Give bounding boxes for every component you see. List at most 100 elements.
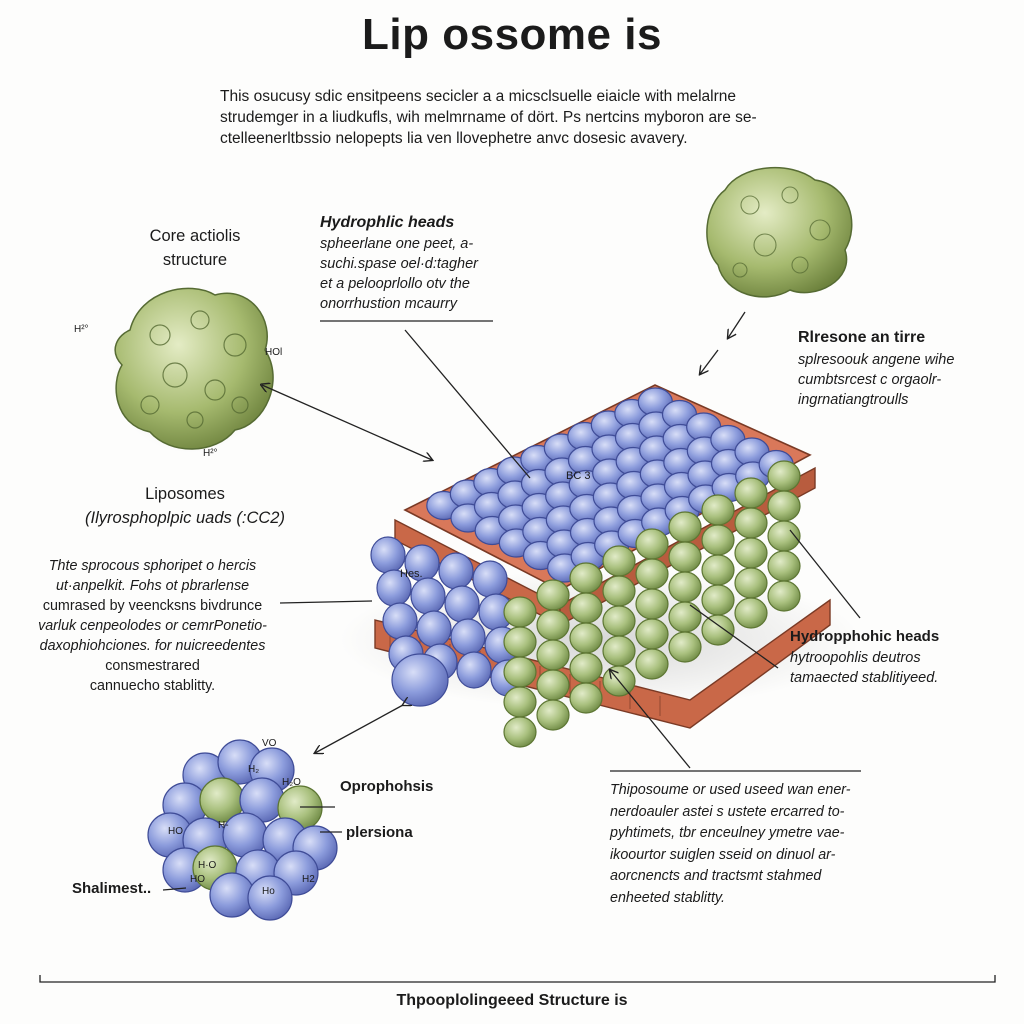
hydrophobic-head-sphere — [668, 631, 702, 663]
hydrophobic-head-sphere — [536, 639, 570, 671]
desc-line: varluk cenpeolodes or cemrPonetio- — [38, 618, 267, 634]
hydrophobic-head-sphere — [701, 494, 735, 526]
intro-line: This osucusy sdic ensitpeens secicler a … — [220, 88, 737, 105]
leader-left-desc — [279, 600, 373, 604]
hydrophilic-head-sphere — [444, 585, 480, 623]
hydrophobic-head-sphere — [734, 507, 768, 539]
arrow-core-to-bilayer — [262, 385, 432, 460]
bilayer-label: BC 3 — [566, 470, 591, 482]
hydrophilic-head-sphere — [456, 651, 492, 689]
desc-line: cumrased by veencksns bivdrunce — [42, 598, 263, 614]
hydrophobic-head-sphere — [503, 626, 537, 658]
desc-line: Thiposoume or used useed wan ener- — [610, 782, 851, 798]
hydrophobic-head-sphere — [635, 618, 669, 650]
right-description: Thiposoume or used useed wan ener- nerdo… — [610, 780, 851, 909]
arrow-right-desc — [610, 670, 691, 769]
hydrophobic-head-sphere — [734, 597, 768, 629]
hydrophobic-head-sphere — [602, 635, 636, 667]
hydrophobic-head-sphere — [536, 579, 570, 611]
hydrophobic-head-sphere — [635, 648, 669, 680]
cluster-chem-label: HO — [168, 826, 183, 837]
cluster-chem-label: H2 — [302, 874, 315, 885]
hydrophobic-head-sphere — [668, 541, 702, 573]
hydrophobic-heads-callout: Hydropphohic heads hytroopohlis deutros … — [790, 626, 939, 688]
hydrophobic-head-sphere — [602, 605, 636, 637]
leader-hydrophilic — [404, 329, 531, 479]
cluster-chem-label: H- — [218, 820, 229, 831]
hydrophilic-head-sphere — [450, 618, 486, 656]
hydrophobic-head-sphere — [734, 477, 768, 509]
desc-line: enheeted stablitty. — [610, 889, 725, 906]
core-structure-title: Core actiolis structure — [110, 224, 280, 272]
chem-label: H²° — [203, 448, 218, 459]
hydrophobic-head-sphere — [503, 596, 537, 628]
page-title: Lip ossome is — [362, 10, 662, 59]
cluster-chem-label: H·O — [198, 860, 217, 871]
hydrophobic-head-sphere — [734, 567, 768, 599]
cluster-sphere — [209, 872, 255, 918]
hydrophobic-head-sphere — [668, 571, 702, 603]
hydrophilic-heads-callout: Hydrophlic heads spheerlane one peet, a-… — [320, 212, 478, 314]
hydrophobic-head-sphere — [569, 652, 603, 684]
hydrophobic-head-sphere — [701, 524, 735, 556]
cluster-chem-label: H₂ — [248, 764, 260, 775]
hydrophobic-head-sphere — [701, 554, 735, 586]
desc-line: daxophiohciones. for nuicreedentes — [39, 638, 266, 654]
callout-line: suchi.spase oel·d:tagher — [320, 256, 478, 272]
cluster-chem-label: H₂O — [282, 777, 301, 788]
hydrophobic-head-sphere — [602, 545, 636, 577]
hydrophobic-head-sphere — [569, 562, 603, 594]
hydrophobic-head-sphere — [701, 584, 735, 616]
leader-hydrophobic — [789, 529, 861, 619]
desc-line: pyhtimets, tbr enceulney ymetre vae- — [610, 825, 845, 841]
desc-line: ut·anpelkit. Fohs ot pbrarlense — [55, 578, 250, 594]
hydrophilic-head-sphere — [438, 552, 474, 590]
liposomes-subtitle: (Ilyrosphoplpic uads (:CC2) — [85, 509, 285, 527]
leader-hydrophobic-2 — [689, 604, 779, 669]
hydrophobic-head-sphere — [701, 614, 735, 646]
callout-line: tamaected stablitiyeed. — [790, 670, 939, 686]
shalimest-label: Shalimest.. — [72, 880, 152, 897]
intro-paragraph: This osucusy sdic ensitpeens secicler a … — [220, 86, 810, 149]
hydrophobic-head-sphere — [635, 528, 669, 560]
hydrophobic-head-sphere — [767, 580, 801, 612]
hydrophilic-head-sphere — [416, 610, 452, 648]
hydrophobic-heads-group — [503, 460, 801, 748]
oprophohsis-label: Oprophohsis — [340, 778, 434, 795]
liposomes-label: Liposomes (Ilyrosphoplpic uads (:CC2) — [70, 482, 300, 530]
callout-line: spheerlane one peet, a- — [320, 236, 474, 252]
liposomes-title: Liposomes — [145, 485, 225, 503]
plersiona-label: plersiona — [346, 824, 413, 841]
left-description: Thte sprocous sphoripet o hercis ut·anpe… — [20, 556, 285, 696]
callout-line: ingrnatiangtroulls — [798, 392, 909, 408]
hydrophilic-head-sphere — [391, 653, 449, 707]
hydrophobic-head-sphere — [503, 716, 537, 748]
hydrophobic-head-sphere — [767, 490, 801, 522]
hydrophobic-head-sphere — [635, 588, 669, 620]
hydrophobic-head-sphere — [635, 558, 669, 590]
callout-line: et a pelooprlollo otv the — [320, 276, 470, 292]
cluster-chem-label: HO — [190, 874, 205, 885]
hydrophobic-head-sphere — [536, 669, 570, 701]
cluster-chem-label: Ho — [262, 886, 275, 897]
hydrophobic-title: Hydropphohic heads — [790, 628, 940, 645]
callout-line: cumbtsrcest c orgaolr- — [798, 372, 942, 388]
hydrophilic-head-sphere — [472, 560, 508, 598]
leader-lines — [39, 311, 996, 983]
hydrophilic-title: Hydrophlic heads — [320, 214, 455, 231]
hydrophobic-head-sphere — [536, 699, 570, 731]
hydrophobic-head-sphere — [668, 511, 702, 543]
cluster-chem-label: VO — [262, 738, 277, 749]
leader-shalimest — [162, 887, 187, 891]
desc-line: cannuecho stablitty. — [89, 678, 216, 694]
hydrophobic-head-sphere — [503, 686, 537, 718]
arrow-cluster-to-bilayer — [315, 705, 403, 753]
rresone-title: Rlresone an tirre — [798, 329, 926, 346]
desc-line: ikoourtor suiglen sseid on dinuol ar- — [610, 846, 836, 863]
hydrophilic-head-sphere — [382, 602, 418, 640]
callout-line: hytroopohlis deutros — [790, 650, 921, 666]
desc-line: consmestrared — [105, 658, 200, 674]
hydrophobic-head-sphere — [602, 575, 636, 607]
chem-label: H²° — [74, 324, 89, 335]
